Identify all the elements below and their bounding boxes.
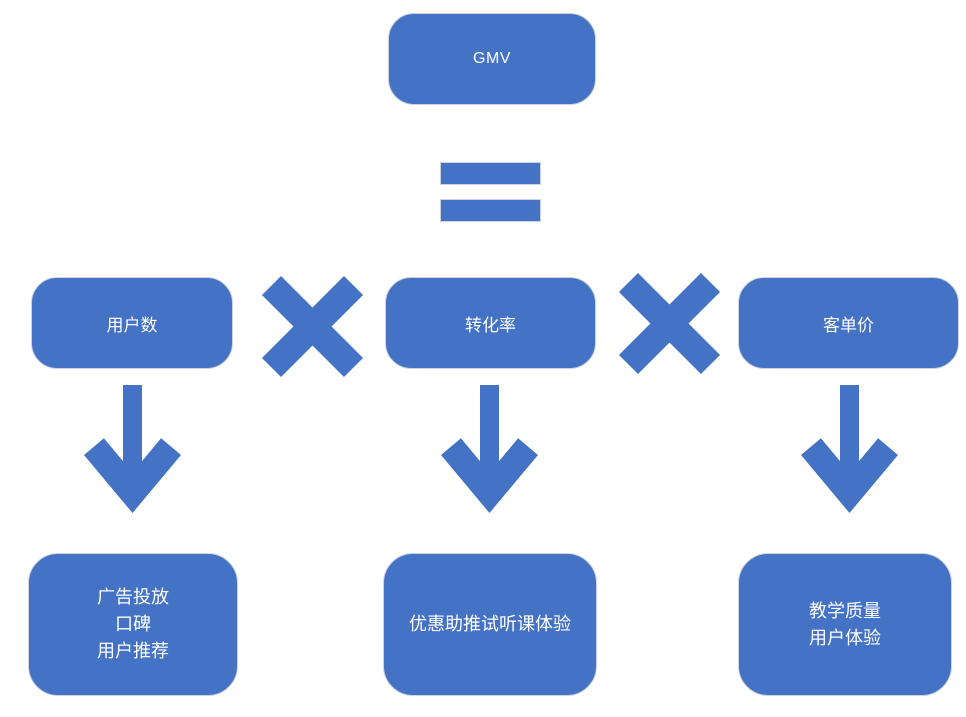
multiply-icon [261,275,364,378]
gmv-label: GMV [473,50,511,67]
driver-line: 用户推荐 [97,641,169,661]
driver-box-users: 广告投放 口碑 用户推荐 [28,553,238,696]
factor-box-conversion: 转化率 [385,277,596,369]
down-arrow-icon [801,385,898,513]
equals-bottom-bar [440,199,541,222]
multiply-icon [618,272,721,375]
equals-top-bar [440,162,541,185]
down-arrow-icon [441,385,538,513]
driver-box-price: 教学质量 用户体验 [738,553,952,696]
equals-icon [440,162,541,222]
driver-line: 口碑 [115,614,151,634]
driver-line: 用户体验 [809,627,881,648]
driver-line: 教学质量 [809,600,881,621]
factor-box-users: 用户数 [31,277,233,369]
factor-box-price: 客单价 [738,277,959,369]
factor-price-label: 客单价 [823,315,874,335]
factor-conversion-label: 转化率 [465,315,516,335]
factor-users-label: 用户数 [106,315,158,335]
down-arrow-icon [84,385,181,513]
driver-line: 优惠助推试听课体验 [409,614,571,634]
driver-box-conversion: 优惠助推试听课体验 [383,553,597,696]
driver-line: 广告投放 [97,587,169,607]
gmv-result-box: GMV [388,13,596,105]
